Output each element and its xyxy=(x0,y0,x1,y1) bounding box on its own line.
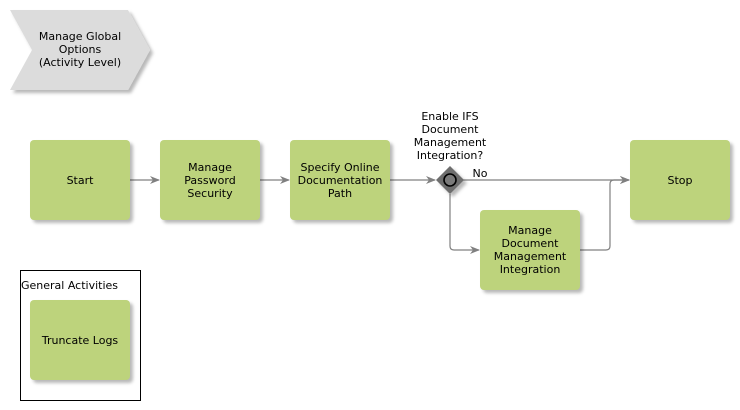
task-truncate-logs-label: Truncate Logs xyxy=(41,333,119,347)
task-stop-label: Stop xyxy=(667,173,693,187)
gateway-question-label: Enable IFS Document Management Integrati… xyxy=(413,110,487,162)
general-activities-title: General Activities xyxy=(21,279,119,292)
gateway-circle-icon xyxy=(443,173,457,187)
gateway-no-label: No xyxy=(472,167,488,180)
activity-level-chevron[interactable] xyxy=(10,10,150,90)
task-specify-online-documentation-path[interactable]: Specify Online Documentation Path xyxy=(290,140,390,220)
connector-docmgmt-to-stop xyxy=(580,176,630,251)
task-start[interactable]: Start xyxy=(30,140,130,220)
activity-level-label: Manage Global Options (Activity Level) xyxy=(38,30,122,69)
connector-gateway-to-docmgmt xyxy=(449,194,480,254)
task-manage-document-management-integration-label: Manage Document Management Integration xyxy=(493,224,567,276)
task-truncate-logs[interactable]: Truncate Logs xyxy=(30,300,130,380)
task-manage-password-security-label: Manage Password Security xyxy=(184,160,236,200)
task-specify-online-documentation-path-label: Specify Online Documentation Path xyxy=(297,160,383,200)
task-manage-password-security[interactable]: Manage Password Security xyxy=(160,140,260,220)
task-start-label: Start xyxy=(66,173,94,187)
task-manage-document-management-integration[interactable]: Manage Document Management Integration xyxy=(480,210,580,290)
task-stop[interactable]: Stop xyxy=(630,140,730,220)
general-activities-group: General Activities xyxy=(20,270,141,401)
